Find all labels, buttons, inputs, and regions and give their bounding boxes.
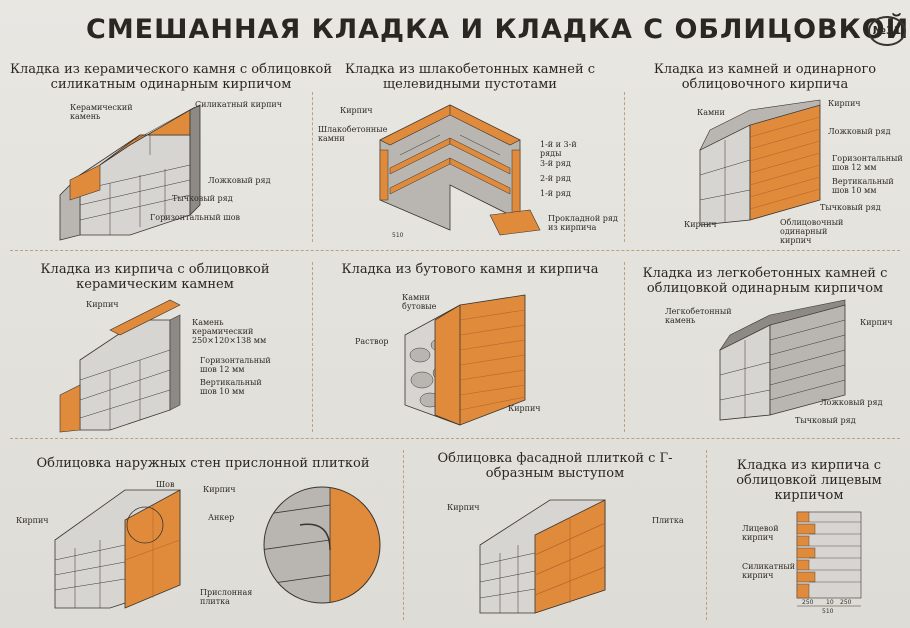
anchor-detail-drawing <box>263 486 381 604</box>
label-rubble: Камни бутовые <box>402 293 437 311</box>
panel-title: Кладка из керамического камня с облицовк… <box>9 62 333 92</box>
label-stones: Камни <box>697 108 725 117</box>
separator <box>624 262 625 432</box>
label-brick-top: Кирпич <box>203 485 236 494</box>
separator <box>312 262 313 432</box>
separator <box>312 92 313 242</box>
label-seam: Шов <box>156 480 175 489</box>
dimension: 250 <box>802 599 814 606</box>
panel-title: Кладка из шлакобетонных камней с щелевид… <box>344 62 596 92</box>
separator <box>10 438 900 439</box>
dimension-total: 510 <box>822 608 834 615</box>
panel-title: Кладка из кирпича с облицовкой лицевым к… <box>736 458 882 503</box>
label-slag: Шлакобетонные камни <box>318 125 388 143</box>
label-anchor: Анкер <box>208 513 235 522</box>
separator <box>706 450 707 620</box>
label-brick: Кирпич <box>16 516 49 525</box>
poster-number: №31 <box>868 16 906 46</box>
slag-block-wall-drawing <box>379 104 541 236</box>
label-row-3: 3-й ряд <box>540 159 571 168</box>
label-vjoint: Вертикальный шов 10 мм <box>200 378 262 396</box>
panel-title: Облицовка фасадной плиткой с Г-образным … <box>437 451 673 481</box>
ceramic-silicate-wall-drawing <box>59 104 201 241</box>
label-face-brick: Лицевой кирпич <box>742 524 779 542</box>
label-stretcher: Ложковый ряд <box>820 398 883 407</box>
label-brick: Кирпич <box>828 99 861 108</box>
tile-facing-wall-drawing <box>54 489 181 609</box>
dimension: 510 <box>392 232 404 239</box>
label-joint: Горизонтальный шов <box>150 213 241 222</box>
label-ceramic-stone: Камень керамический 250×120×138 мм <box>192 318 267 345</box>
label-silicate: Силикатный кирпич <box>742 562 796 580</box>
label-row-2: 2-й ряд <box>540 174 571 183</box>
label-mortar: Раствор <box>355 337 389 346</box>
l-shaped-tile-wall-drawing <box>479 499 606 614</box>
label-pad-row: Прокладной ряд из кирпича <box>548 214 618 232</box>
label-brick: Кирпич <box>86 300 119 309</box>
poster-title: СМЕШАННАЯ КЛАДКА И КЛАДКА С ОБЛИЦОВКОЙ <box>86 14 910 45</box>
label-ceramic: Керамический камень <box>70 103 133 121</box>
label-stretcher: Ложковый ряд <box>828 127 891 136</box>
label-row-1: 1-й ряд <box>540 189 571 198</box>
brick-ceramic-facing-drawing <box>59 299 181 433</box>
panel-title: Облицовка наружных стен прислонной плитк… <box>36 456 370 471</box>
label-tile: Прислонная плитка <box>200 588 253 606</box>
label-brick-2: Кирпич <box>684 220 717 229</box>
separator <box>624 92 625 242</box>
label-header: Тычковый ряд <box>820 203 881 212</box>
label-brick: Кирпич <box>860 318 893 327</box>
separator <box>10 250 900 251</box>
dimension: 10 <box>826 599 834 606</box>
label-rows-1-3: 1-й и 3-й ряды <box>540 140 577 158</box>
lightweight-concrete-wall-drawing <box>719 299 846 421</box>
label-brick: Кирпич <box>340 106 373 115</box>
panel-title: Кладка из камней и одинарного облицовочн… <box>653 62 877 92</box>
panel-title: Кладка из легкобетонных камней с облицов… <box>642 266 888 296</box>
dimension: 250 <box>840 599 852 606</box>
label-brick: Кирпич <box>508 404 541 413</box>
label-silicate: Силикатный кирпич <box>195 100 283 109</box>
label-stretcher: Ложковый ряд <box>208 176 271 185</box>
stone-facing-brick-wall-drawing <box>699 99 821 226</box>
label-hjoint: Горизонтальный шов 12 мм <box>832 154 903 172</box>
panel-title: Кладка из кирпича с облицовкой керамичес… <box>40 262 270 292</box>
label-lightweight-stone: Легкобетонный камень <box>665 307 732 325</box>
label-hjoint: Горизонтальный шов 12 мм <box>200 356 271 374</box>
label-header: Тычковый ряд <box>172 194 233 203</box>
panel-title: Кладка из бутового камня и кирпича <box>341 262 599 277</box>
label-tile: Плитка <box>652 516 684 525</box>
rubble-brick-wall-drawing <box>404 294 526 426</box>
face-brick-section-drawing <box>796 511 862 607</box>
separator <box>403 450 404 620</box>
label-vjoint: Вертикальный шов 10 мм <box>832 177 894 195</box>
label-facing-brick: Облицовочный одинарный кирпич <box>780 218 844 245</box>
label-header: Тычковый ряд <box>795 416 856 425</box>
label-brick: Кирпич <box>447 503 480 512</box>
